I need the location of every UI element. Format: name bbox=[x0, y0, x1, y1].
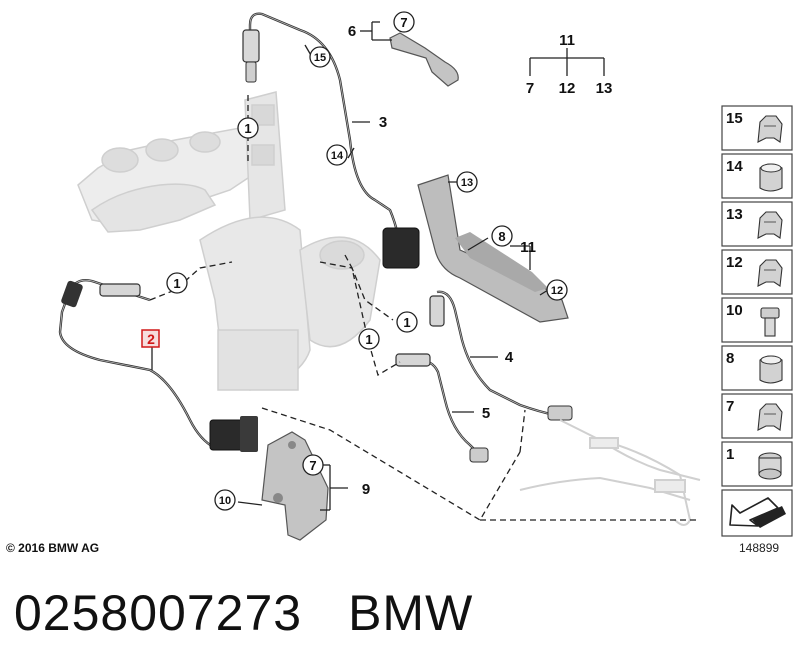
part-number-line: 0258007273 BMW bbox=[14, 584, 473, 642]
callout-15: 15 bbox=[314, 52, 326, 64]
legend-number: 10 bbox=[726, 302, 743, 319]
tree-child-12: 12 bbox=[559, 80, 576, 97]
callout-1: 1 bbox=[365, 332, 372, 347]
callout-7: 7 bbox=[309, 458, 316, 473]
callout-numbers: 1 1 1 1 15 14 13 8 12 7 7 10 2 3 4 5 6 9… bbox=[147, 15, 612, 507]
brand-name: BMW bbox=[348, 585, 474, 641]
legend-row-1: 1 bbox=[721, 441, 793, 487]
callout-10: 10 bbox=[219, 495, 231, 507]
legend-row-8: 8 bbox=[721, 345, 793, 391]
oxygen-sensor-3 bbox=[242, 12, 420, 269]
callout-1: 1 bbox=[403, 315, 410, 330]
legend-row-14: 14 bbox=[721, 153, 793, 199]
callout-1: 1 bbox=[244, 121, 251, 136]
mounting-bracket-6 bbox=[389, 32, 459, 87]
legend-row-7: 7 bbox=[721, 393, 793, 439]
callout-9: 9 bbox=[362, 481, 370, 498]
callout-13: 13 bbox=[461, 177, 473, 189]
callout-14: 14 bbox=[331, 150, 344, 162]
mounting-bracket-9 bbox=[261, 431, 329, 541]
sensor-bracket bbox=[417, 174, 569, 323]
oxygen-sensor-2 bbox=[58, 279, 258, 452]
legend-row-10: 10 bbox=[721, 297, 793, 343]
copyright-notice: © 2016 BMW AG bbox=[6, 541, 100, 555]
legend-number: 8 bbox=[726, 350, 734, 367]
legend-number: 15 bbox=[726, 110, 743, 127]
arrow-icon bbox=[729, 497, 779, 527]
callout-8: 8 bbox=[498, 229, 505, 244]
part-number: 0258007273 bbox=[14, 585, 303, 641]
tree-parent-11: 11 bbox=[559, 32, 575, 49]
bolt-icon bbox=[760, 307, 780, 337]
highlight-box-item-2 bbox=[141, 329, 160, 348]
leader-lines bbox=[151, 21, 605, 511]
legend-number: 13 bbox=[726, 206, 743, 223]
callout-2: 2 bbox=[147, 331, 155, 347]
hardware-legend: 15 14 13 12 10 8 7 1 bbox=[721, 105, 793, 537]
ghost-cable-harness bbox=[519, 419, 701, 526]
legend-row-12: 12 bbox=[721, 249, 793, 295]
clip-icon bbox=[757, 259, 783, 287]
tree-child-13: 13 bbox=[596, 80, 613, 97]
callout-7: 7 bbox=[400, 15, 407, 30]
callout-11: 11 bbox=[520, 239, 536, 256]
oxygen-sensor-5 bbox=[395, 353, 489, 463]
oxygen-sensor-4 bbox=[429, 290, 573, 421]
legend-row-15: 15 bbox=[721, 105, 793, 151]
callout-1: 1 bbox=[173, 276, 180, 291]
callout-circles bbox=[166, 11, 568, 511]
callout-4: 4 bbox=[505, 349, 514, 366]
callout-5: 5 bbox=[482, 405, 490, 422]
clip-icon bbox=[757, 403, 783, 431]
clamp-icon bbox=[759, 163, 783, 192]
legend-number: 1 bbox=[726, 446, 734, 463]
clip-icon bbox=[757, 115, 783, 143]
callout-3: 3 bbox=[379, 114, 387, 131]
legend-arrow-box bbox=[721, 489, 793, 537]
plug-icon bbox=[758, 452, 782, 480]
legend-number: 7 bbox=[726, 398, 734, 415]
clip-icon bbox=[757, 211, 783, 239]
callout-6: 6 bbox=[348, 23, 356, 40]
tree-child-7: 7 bbox=[526, 80, 534, 97]
dashed-reference-lines bbox=[149, 95, 700, 521]
drawing-number: 148899 bbox=[739, 541, 780, 555]
exhaust-manifold bbox=[77, 91, 381, 391]
callout-12: 12 bbox=[551, 285, 563, 297]
clamp-icon bbox=[759, 355, 783, 384]
legend-row-13: 13 bbox=[721, 201, 793, 247]
legend-number: 14 bbox=[726, 158, 743, 175]
legend-number: 12 bbox=[726, 254, 743, 271]
